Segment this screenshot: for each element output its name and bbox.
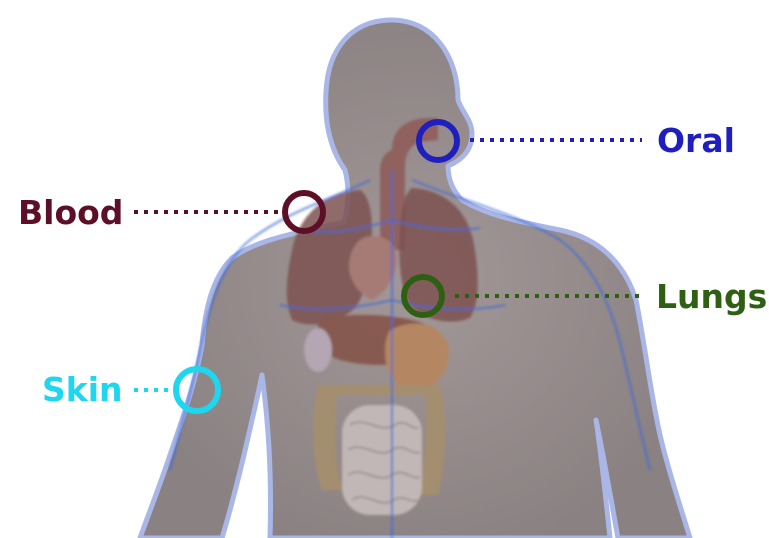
blood-label: Blood xyxy=(18,193,123,232)
blood-marker: Blood xyxy=(18,193,323,232)
skin-label: Skin xyxy=(42,370,123,409)
kidney xyxy=(304,328,332,372)
lungs-label: Lungs xyxy=(656,277,767,316)
oral-label: Oral xyxy=(657,121,735,160)
